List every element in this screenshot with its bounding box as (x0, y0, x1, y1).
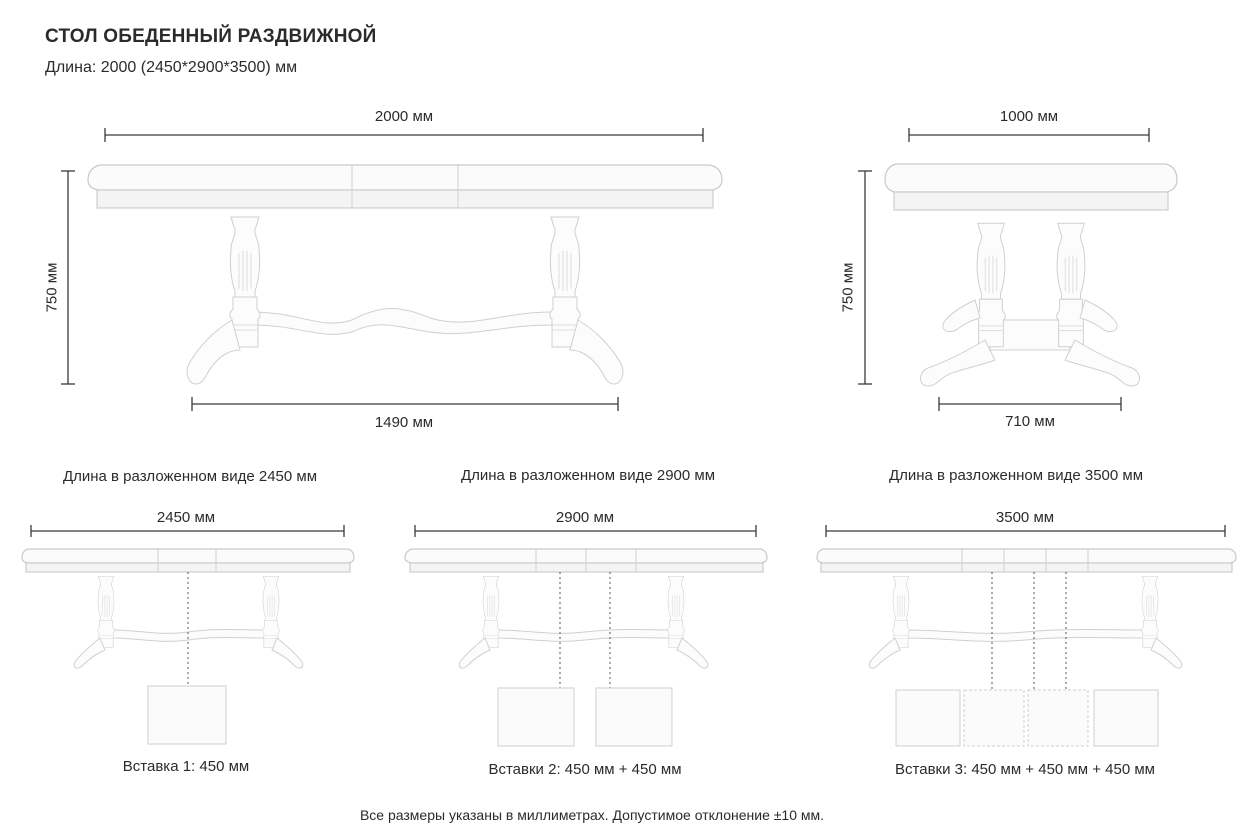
side-width-label: 1000 мм (999, 108, 1059, 125)
side-width-dimension (908, 128, 1150, 142)
ext2-drawing (404, 525, 768, 747)
front-height-dimension (61, 170, 75, 385)
page-title: СТОЛ ОБЕДЕННЫЙ РАЗДВИЖНОЙ (45, 26, 377, 47)
side-apron (893, 191, 1169, 211)
front-right-foot (569, 319, 624, 385)
front-left-foot (186, 319, 241, 385)
ext1-width-dimension (30, 525, 345, 537)
ext2-heading: Длина в разложенном виде 2900 мм (460, 467, 716, 484)
ext3-caption: Вставки 3: 450 мм + 450 мм + 450 мм (895, 761, 1155, 778)
ext3-drawing (816, 525, 1237, 747)
page-subtitle: Длина: 2000 (2450*2900*3500) мм (45, 59, 298, 76)
front-stretcher (251, 308, 553, 335)
side-view (858, 128, 1178, 411)
front-width-label: 2000 мм (374, 108, 434, 125)
ext2-width-dimension (414, 525, 757, 537)
ext1-drawing (21, 525, 355, 745)
front-width-dimension (104, 128, 704, 142)
side-right-foot (1064, 339, 1140, 387)
ext1-caption: Вставка 1: 450 мм (122, 758, 250, 775)
side-base-label: 710 мм (1005, 413, 1055, 430)
ext3-insert-1 (895, 689, 961, 747)
ext3-insert-4 (1093, 689, 1159, 747)
side-base-dimension (938, 397, 1122, 411)
ext3-insert-2 (963, 689, 1025, 747)
side-height-dimension (858, 170, 872, 385)
ext1-insert-1 (147, 685, 227, 745)
side-height-label: 750 мм (839, 262, 857, 313)
ext3-heading: Длина в разложенном виде 3500 мм (888, 467, 1144, 484)
front-height-label: 750 мм (43, 262, 61, 313)
ext3-insert-3 (1027, 689, 1089, 747)
footnote: Все размеры указаны в миллиметрах. Допус… (359, 807, 825, 823)
front-apron (96, 189, 714, 209)
side-tabletop (884, 163, 1178, 193)
ext2-insert-1 (497, 687, 575, 747)
ext3-width-label: 3500 мм (995, 509, 1055, 526)
ext2-insert-2 (595, 687, 673, 747)
front-base-dimension (191, 397, 619, 411)
front-view (61, 128, 723, 411)
ext3-width-dimension (825, 525, 1226, 537)
ext1-heading: Длина в разложенном виде 2450 мм (62, 468, 318, 485)
front-base-label: 1490 мм (374, 414, 434, 431)
ext2-width-label: 2900 мм (555, 509, 615, 526)
side-left-foot (920, 339, 996, 387)
ext2-caption: Вставки 2: 450 мм + 450 мм (488, 761, 682, 778)
front-tabletop (87, 164, 723, 191)
ext1-width-label: 2450 мм (156, 509, 216, 526)
